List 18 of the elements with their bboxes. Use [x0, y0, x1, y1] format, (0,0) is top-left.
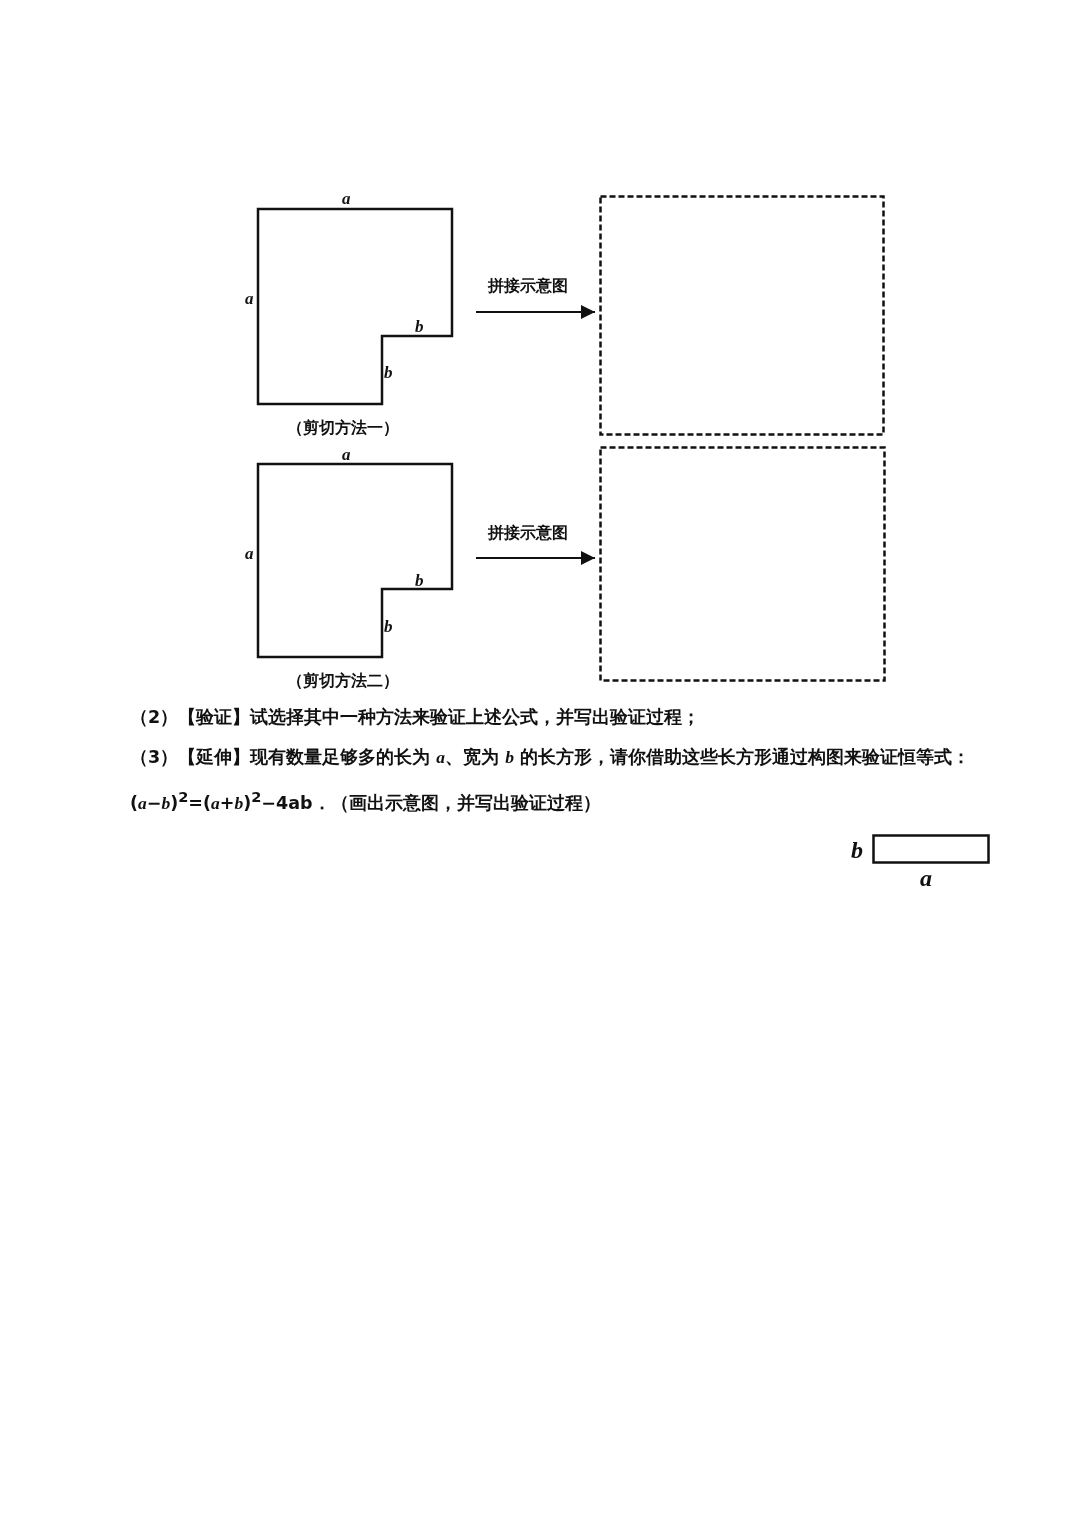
node-label: （剪切方法二）	[287, 671, 399, 692]
side-length-label: b	[384, 618, 393, 636]
side-length-label: a	[342, 190, 351, 208]
side-length-label: b	[415, 572, 424, 590]
side-length-label: a	[245, 545, 254, 563]
edge-label: 拼接示意图	[488, 276, 568, 297]
side-length-label: b	[851, 838, 863, 862]
side-length-label: a	[920, 866, 932, 890]
side-length-label: a	[342, 446, 351, 464]
arrow	[475, 305, 596, 319]
question-text: （3）【延伸】现有数量足够多的长为 a、宽为 b 的长方形，请你借助这些长方形通过构图来验证恒等式：(a−b)$^{2}$=(a+b)$^{2}$−4ab．（画出示意图，并写出验证过程）	[130, 746, 971, 815]
node-label: （剪切方法一）	[287, 418, 399, 439]
side-length-label: b	[384, 364, 393, 382]
question-text: （2）【验证】试选择其中一种方法来验证上述公式，并写出验证过程；	[130, 706, 702, 729]
edge-label: 拼接示意图	[488, 523, 568, 544]
side-length-label: a	[245, 290, 254, 308]
arrow	[475, 551, 596, 565]
side-length-label: b	[415, 318, 424, 336]
